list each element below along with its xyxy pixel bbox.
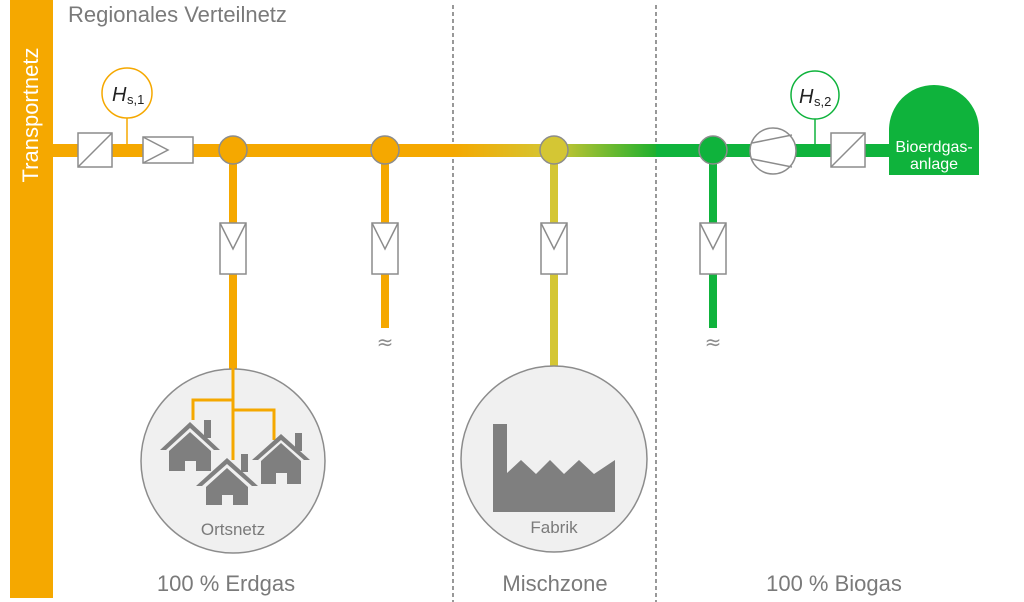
page-title: Regionales Verteilnetz bbox=[68, 2, 287, 27]
junction-node-2 bbox=[370, 135, 400, 165]
zone-label-erdgas: 100 % Erdgas bbox=[157, 571, 295, 596]
continuation-icon-2: ≈ bbox=[377, 330, 394, 354]
junction-node-3 bbox=[539, 135, 569, 165]
zone-label-biogas: 100 % Biogas bbox=[766, 571, 902, 596]
valve-icon-1 bbox=[219, 222, 247, 275]
meter-hs1-symbol: H bbox=[112, 84, 127, 106]
transportnetz-bar bbox=[10, 0, 53, 598]
fabrik-label: Fabrik bbox=[530, 518, 578, 537]
meter-hs2-subscript: s,2 bbox=[814, 94, 831, 109]
junction-node-1 bbox=[218, 135, 248, 165]
house-icon-1 bbox=[160, 420, 220, 471]
ortsnetz-consumer: Ortsnetz bbox=[140, 360, 326, 554]
meter-hs2-icon bbox=[790, 70, 840, 120]
plant-label-line1: Bioerdgas- bbox=[895, 139, 972, 156]
plant-label-line2: anlage bbox=[910, 156, 958, 173]
valve-icon-4 bbox=[699, 222, 727, 275]
compressor-icon bbox=[749, 127, 797, 175]
zone-label-mischzone: Mischzone bbox=[502, 571, 607, 596]
bioerdgas-plant-icon bbox=[889, 85, 979, 175]
continuation-icon-4: ≈ bbox=[705, 330, 722, 354]
fabrik-consumer: Fabrik bbox=[460, 365, 648, 553]
transportnetz-label: Transportnetz bbox=[18, 48, 43, 183]
house-icon-3 bbox=[252, 433, 310, 484]
meter-hs1-icon bbox=[101, 67, 153, 119]
regulator-icon-left bbox=[77, 132, 113, 168]
factory-icon bbox=[493, 424, 615, 512]
flow-direction-icon bbox=[142, 136, 194, 164]
ortsnetz-label: Ortsnetz bbox=[201, 520, 265, 539]
regulator-icon-right bbox=[830, 132, 866, 168]
house-icon-2 bbox=[196, 454, 258, 505]
valve-icon-3 bbox=[540, 222, 568, 275]
junction-node-4 bbox=[698, 135, 728, 165]
meter-hs2-symbol: H bbox=[799, 86, 814, 108]
meter-hs1-subscript: s,1 bbox=[127, 92, 144, 107]
valve-icon-2 bbox=[371, 222, 399, 275]
